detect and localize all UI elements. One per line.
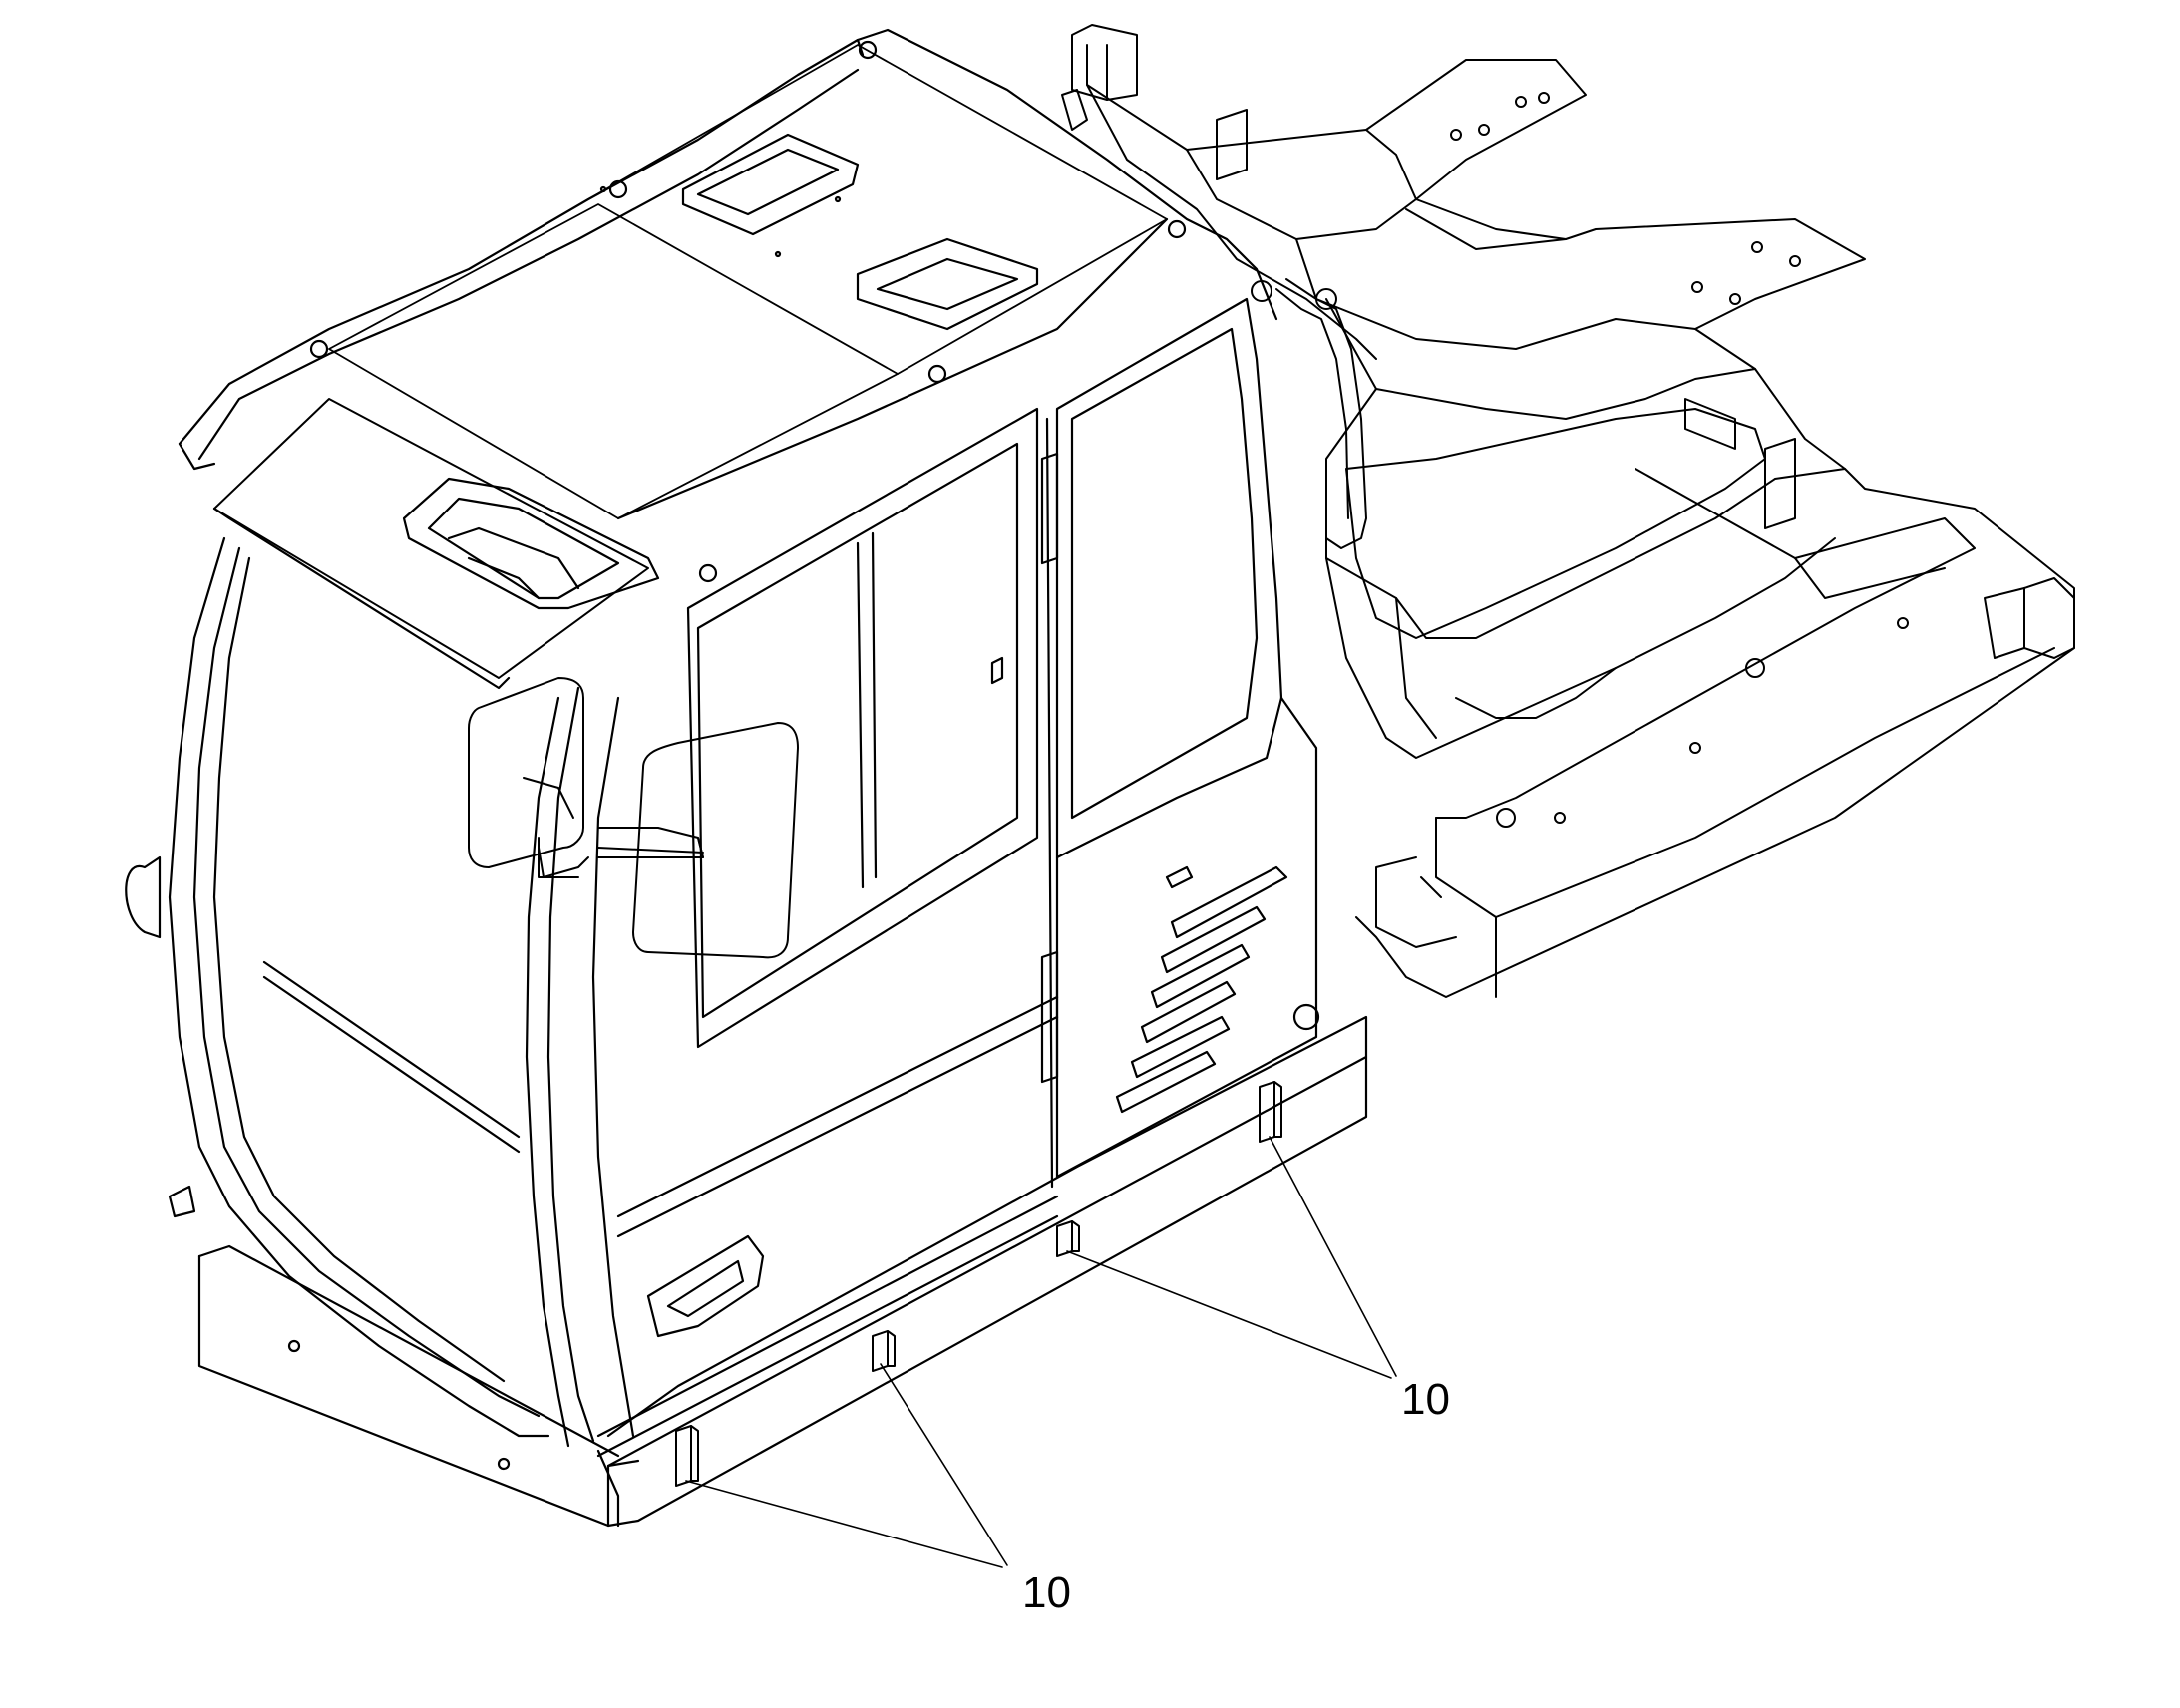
bracket-front-mid bbox=[873, 1331, 895, 1371]
upper-frame bbox=[1062, 25, 2074, 997]
mounting-brackets bbox=[676, 1082, 1281, 1486]
callout-leaders bbox=[686, 1137, 1396, 1567]
mirror-right bbox=[598, 723, 798, 957]
mirror-left bbox=[469, 678, 588, 877]
callouts: 10 10 bbox=[1022, 1375, 1450, 1617]
cab-body bbox=[126, 30, 1318, 1456]
cab-skirt bbox=[199, 1017, 1366, 1526]
callout-label-upper: 10 bbox=[1401, 1375, 1450, 1424]
bracket-rear bbox=[1260, 1082, 1281, 1142]
bracket-front bbox=[676, 1426, 698, 1486]
bracket-mid bbox=[1057, 1221, 1079, 1256]
callout-label-lower: 10 bbox=[1022, 1568, 1071, 1617]
